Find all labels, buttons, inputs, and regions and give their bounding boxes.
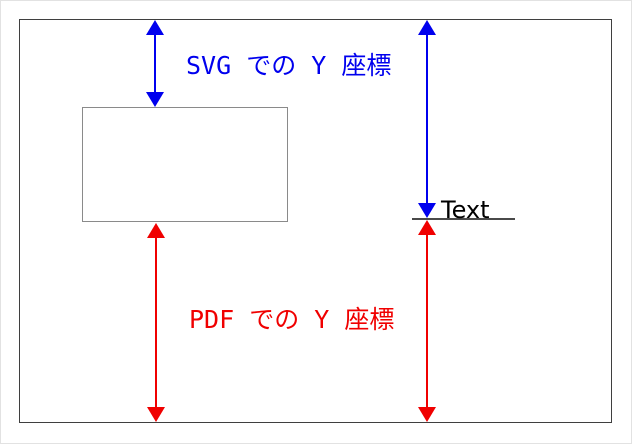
arrow-up-icon — [146, 20, 164, 35]
arrow-down-icon — [147, 407, 165, 422]
arrow-shaft — [426, 31, 428, 207]
arrow-up-icon — [147, 223, 165, 238]
svg-y-dimension-arrow-left — [146, 20, 164, 107]
page-frame — [19, 19, 612, 423]
text-baseline-rule — [412, 218, 515, 220]
svg-y-dimension-arrow-right — [418, 20, 436, 218]
arrow-shaft — [155, 234, 157, 411]
pdf-y-dimension-arrow-right — [418, 220, 436, 422]
sample-rectangle — [82, 107, 288, 222]
arrow-up-icon — [418, 220, 436, 235]
pdf-y-dimension-arrow-left — [147, 223, 165, 422]
arrow-down-icon — [418, 203, 436, 218]
svg-y-coordinate-label: SVG での Y 座標 — [186, 51, 392, 80]
arrow-up-icon — [418, 20, 436, 35]
pdf-y-coordinate-label: PDF での Y 座標 — [189, 305, 395, 334]
text-sample-label: Text — [441, 196, 490, 224]
arrow-down-icon — [418, 407, 436, 422]
arrow-shaft — [426, 231, 428, 411]
arrow-shaft — [154, 31, 156, 96]
arrow-down-icon — [146, 92, 164, 107]
